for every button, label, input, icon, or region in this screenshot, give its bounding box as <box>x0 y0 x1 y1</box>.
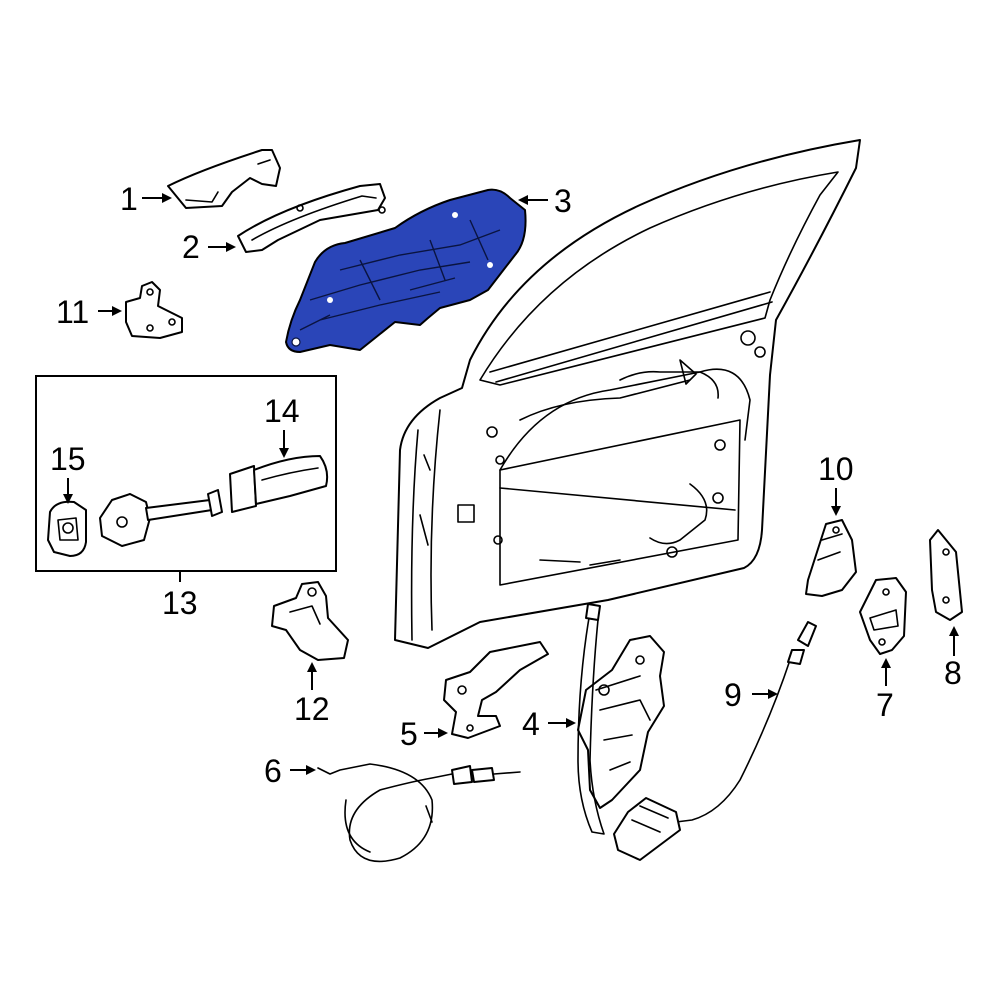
callout-1[interactable]: 1 <box>120 181 138 217</box>
callout-14[interactable]: 14 <box>264 393 300 429</box>
part-3-door-module[interactable] <box>285 188 527 353</box>
part-12-bracket[interactable] <box>271 581 349 661</box>
part-1-outer-handle[interactable] <box>167 149 281 209</box>
part-8-striker-shim[interactable] <box>929 529 963 621</box>
callout-10[interactable]: 10 <box>818 451 854 487</box>
callout-11[interactable]: 11 <box>56 294 89 330</box>
part-14-check-strap-cover[interactable] <box>229 455 329 513</box>
part-5-lock-bracket[interactable] <box>443 641 549 739</box>
part-4-door-lock-actuator[interactable] <box>577 603 665 835</box>
part-7-striker[interactable] <box>859 577 907 655</box>
callout-4[interactable]: 4 <box>522 706 540 742</box>
part-15-check-cover[interactable] <box>47 500 87 557</box>
door-shell <box>394 139 861 649</box>
callout-13[interactable]: 13 <box>162 585 198 621</box>
leader-arrows <box>63 193 959 775</box>
callout-12[interactable]: 12 <box>294 691 330 727</box>
part-6-release-cable[interactable] <box>317 763 521 863</box>
part-13-door-check[interactable] <box>99 489 223 547</box>
callout-5[interactable]: 5 <box>400 716 418 752</box>
callout-9[interactable]: 9 <box>724 677 742 713</box>
callout-7[interactable]: 7 <box>876 687 894 723</box>
part-9-lock-cable[interactable] <box>613 621 817 861</box>
callout-3[interactable]: 3 <box>554 183 572 219</box>
part-13-group-box <box>35 375 337 572</box>
callout-8[interactable]: 8 <box>944 655 962 691</box>
part-10-lock-motor[interactable] <box>805 519 857 597</box>
callout-2[interactable]: 2 <box>182 229 200 265</box>
callout-6[interactable]: 6 <box>264 753 282 789</box>
callout-labels: 1 2 3 4 5 6 7 8 9 10 11 12 13 14 15 <box>50 181 962 789</box>
part-2-handle-gasket[interactable] <box>237 183 386 253</box>
callout-15[interactable]: 15 <box>50 441 86 477</box>
part-11-hinge[interactable] <box>125 281 183 339</box>
